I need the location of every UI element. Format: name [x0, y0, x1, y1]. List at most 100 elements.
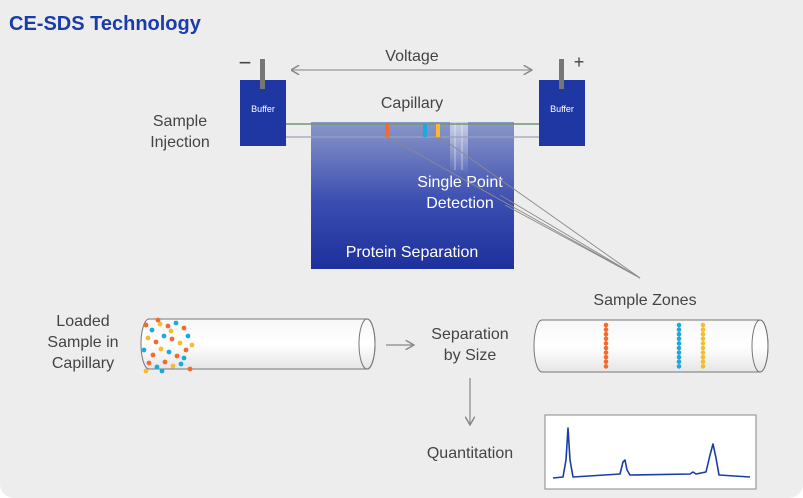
detection-beam	[450, 122, 468, 175]
sample-dot	[189, 342, 195, 348]
quantitation-label: Quantitation	[427, 445, 513, 462]
separation-label-1: Separation	[431, 326, 508, 343]
sample-dot	[173, 320, 179, 326]
zones-capillary	[533, 319, 769, 373]
separation-label-2: by Size	[444, 347, 497, 364]
zone-dot	[700, 341, 706, 346]
sample-dot	[183, 347, 189, 353]
zone-dot	[676, 341, 682, 346]
zone-dot	[676, 322, 682, 328]
sample-dot	[169, 336, 175, 342]
zone-dot	[603, 350, 609, 355]
zone-dot	[603, 336, 609, 342]
zone-dot	[676, 327, 682, 332]
minus-sign: −	[239, 50, 252, 75]
sample-dot	[178, 361, 184, 367]
sample-dot	[187, 366, 193, 372]
zone-dot	[676, 331, 682, 337]
sample-dot	[157, 321, 163, 327]
sample-injection-label-1: Sample	[153, 113, 207, 130]
band-orange	[385, 124, 389, 137]
sample-dot	[166, 349, 172, 355]
sample-dot	[185, 333, 191, 339]
capillary-label: Capillary	[381, 95, 443, 112]
band-cyan	[423, 124, 427, 137]
leader-line-3	[499, 194, 641, 279]
zone-dot	[700, 322, 706, 328]
sample-dot	[181, 355, 187, 361]
zone-dot	[603, 341, 609, 346]
sample-dot	[150, 352, 156, 358]
detection-label-2: Detection	[426, 195, 494, 212]
sample-dot	[153, 339, 159, 345]
sample-dot	[181, 325, 187, 331]
voltage-label: Voltage	[385, 48, 438, 65]
electropherogram-trace	[552, 427, 751, 479]
sample-dot	[177, 340, 183, 346]
zone-dot	[700, 354, 706, 360]
loaded-label-1: Loaded	[56, 313, 109, 330]
buffer-left-label: Buffer	[251, 104, 275, 114]
sample-dot	[143, 322, 149, 328]
zone-dot	[700, 331, 706, 337]
sample-dot	[161, 333, 167, 339]
sample-dot	[168, 328, 174, 334]
buffer-left	[240, 80, 286, 146]
zone-dot	[700, 336, 706, 342]
electrode-right	[559, 59, 564, 89]
sample-dot	[174, 353, 180, 359]
zone-dot	[603, 364, 609, 369]
sample-dot	[162, 359, 168, 365]
zone-dot	[676, 354, 682, 360]
zone-dot	[603, 345, 609, 351]
zone-dot	[676, 364, 682, 369]
plus-sign: +	[574, 52, 585, 72]
sample-dot	[165, 323, 171, 329]
sample-zone-bands	[603, 322, 706, 369]
zone-dot	[603, 322, 609, 328]
zone-dot	[700, 327, 706, 332]
electropherogram-box	[544, 414, 757, 490]
sample-dot	[143, 368, 149, 374]
zone-dot	[603, 331, 609, 337]
zone-dot	[676, 345, 682, 351]
sample-dot	[155, 317, 161, 323]
loaded-sample-dots	[141, 317, 195, 374]
zone-dot	[700, 359, 706, 365]
sample-injection-label-2: Injection	[150, 134, 210, 151]
sample-dot	[158, 346, 164, 352]
protein-separation-block	[311, 122, 514, 269]
protein-separation-label: Protein Separation	[346, 244, 479, 261]
zone-dot	[700, 345, 706, 351]
leader-line-1	[387, 136, 641, 279]
page-title: CE-SDS Technology	[9, 13, 202, 35]
loaded-label-3: Capillary	[52, 355, 114, 372]
zone-dot	[676, 359, 682, 365]
zone-dot	[700, 364, 706, 369]
zone-dot	[603, 327, 609, 332]
detection-label-1: Single Point	[417, 174, 503, 191]
sample-dot	[159, 368, 165, 374]
zone-dot	[603, 359, 609, 365]
buffer-right-label: Buffer	[550, 104, 574, 114]
sample-dot	[141, 347, 147, 353]
leader-line-2	[439, 136, 641, 279]
zone-dot	[700, 350, 706, 355]
loaded-label-2: Sample in	[47, 334, 118, 351]
loaded-capillary	[140, 318, 376, 370]
sample-dot	[145, 335, 151, 341]
zone-dot	[676, 336, 682, 342]
sample-dot	[146, 360, 152, 366]
leader-line-4	[504, 204, 641, 279]
zone-dot	[676, 350, 682, 355]
sample-dot	[170, 363, 176, 369]
electrode-left	[260, 59, 265, 89]
zone-dot	[603, 354, 609, 360]
buffer-right	[539, 80, 585, 146]
sample-dot	[154, 364, 160, 370]
sample-dot	[149, 327, 155, 333]
band-yellow	[436, 124, 440, 137]
sample-zones-label: Sample Zones	[593, 292, 696, 309]
